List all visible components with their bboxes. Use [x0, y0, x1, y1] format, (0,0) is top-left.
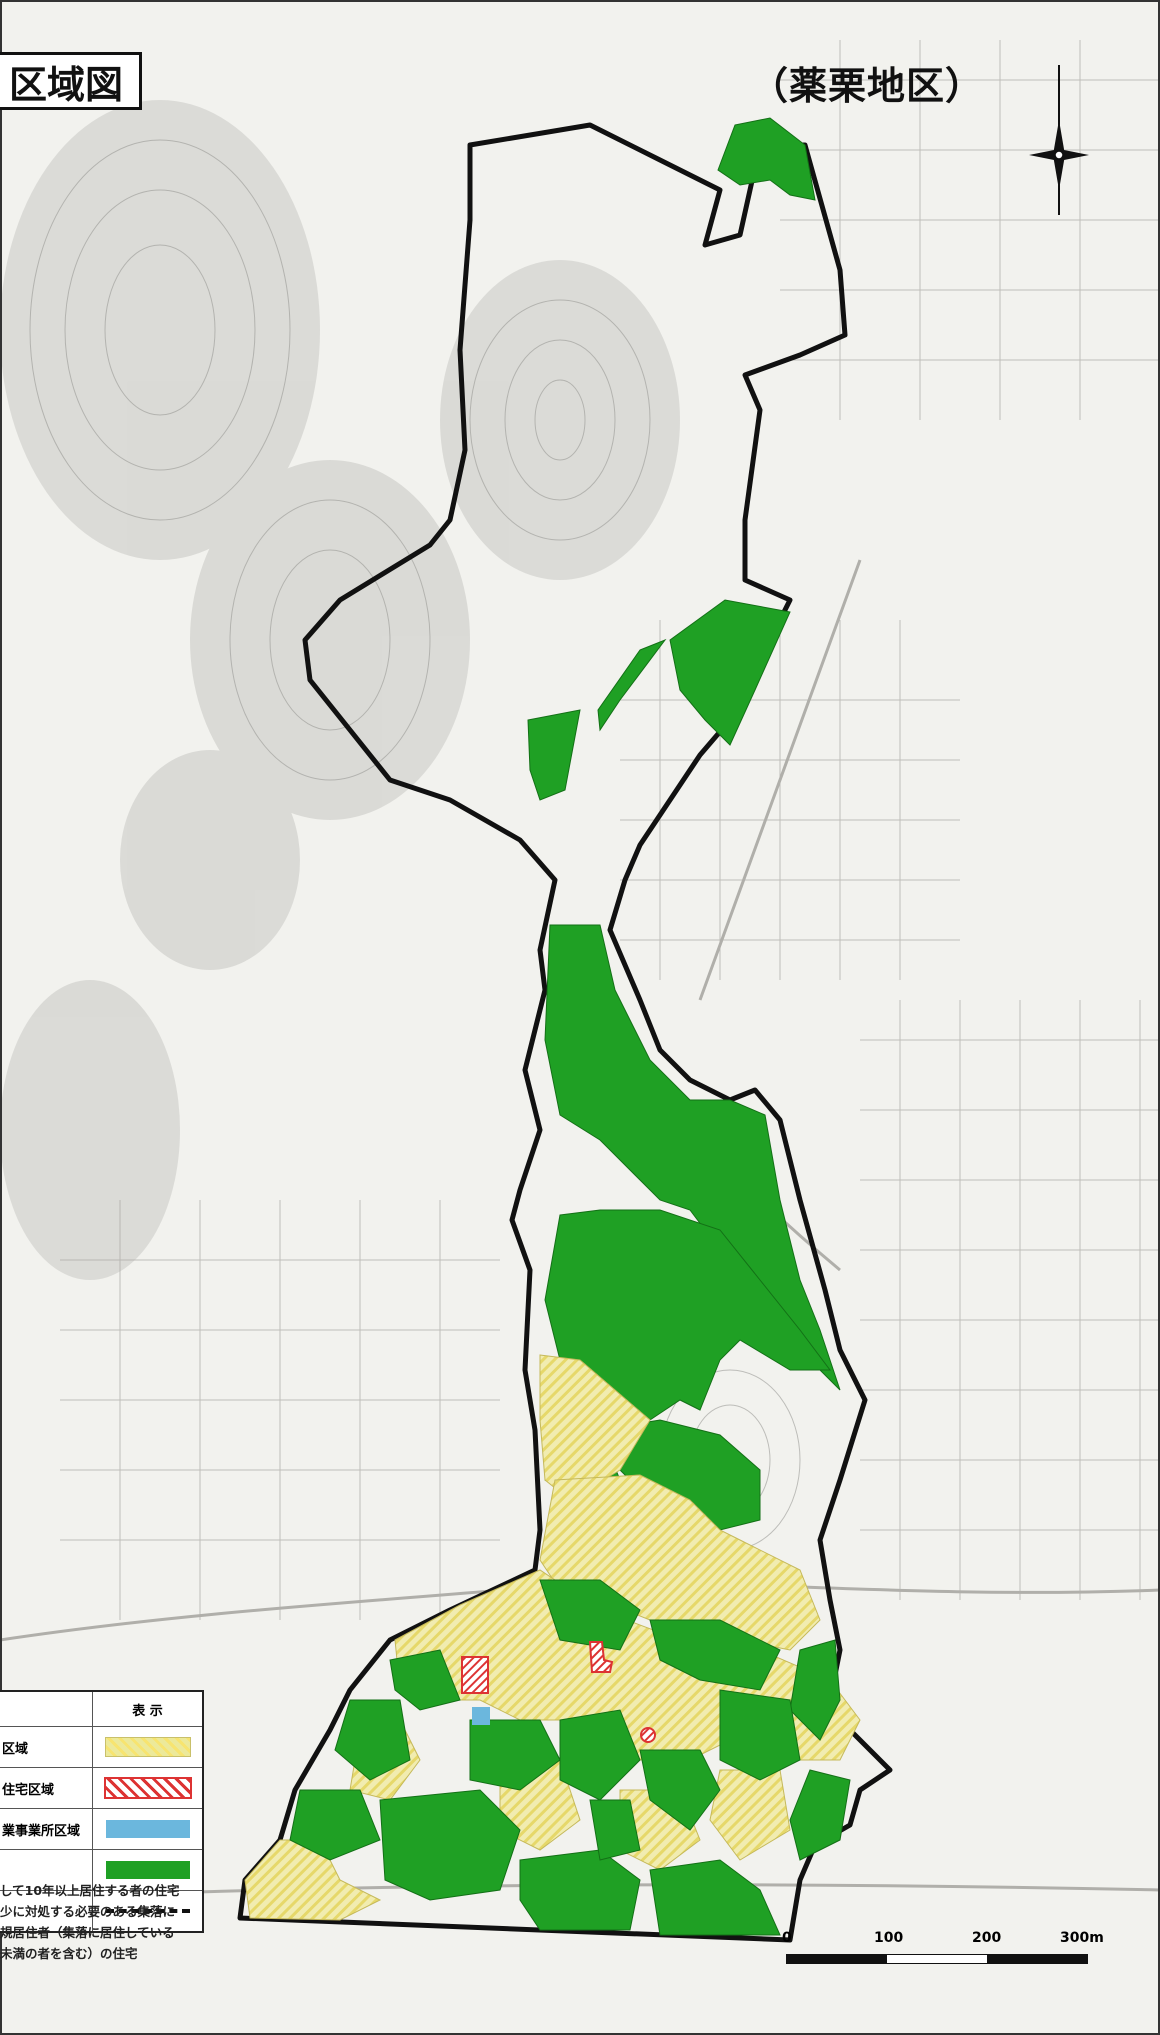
red-hatched-zone[interactable] — [461, 1641, 656, 1743]
note-line: 規居住者（集落に居住している — [0, 1925, 175, 1940]
green-zone-south[interactable] — [289, 1579, 851, 1936]
terrain-shading — [0, 100, 680, 1280]
legend-header: 表 示 — [132, 1703, 163, 1719]
blue-fill-swatch — [105, 1820, 190, 1838]
scale-label: 300m — [1060, 1930, 1104, 1946]
legend: 表 示 区域 住宅区域 業事業所区域 — [0, 1690, 204, 1933]
note-line: 未満の者を含む）の住宅 — [0, 1946, 138, 1961]
map-title-text: 区域図 — [9, 62, 124, 107]
legend-header-row: 表 示 — [0, 1692, 202, 1726]
legend-note: して10年以上居住する者の住宅 少に対処する必要のある集落に 規居住者（集落に居… — [0, 1880, 215, 1964]
legend-label — [0, 1850, 93, 1890]
scale-bar: 0 100 200 300m — [782, 1930, 1104, 1990]
legend-label — [0, 1891, 93, 1931]
note-line: して10年以上居住する者の住宅 — [0, 1883, 180, 1898]
legend-item: 住宅区域 — [0, 1767, 202, 1808]
north-arrow-icon — [1029, 65, 1089, 215]
field-grid — [60, 40, 1160, 1620]
green-fill-swatch — [105, 1861, 190, 1879]
legend-item — [0, 1849, 202, 1890]
legend-item: 業事業所区域 — [0, 1808, 202, 1849]
legend-item: 区域 — [0, 1726, 202, 1767]
blue-facility-zone[interactable] — [472, 1707, 490, 1725]
district-name: （薬栗地区） — [750, 64, 985, 108]
scale-label: 0 — [782, 1930, 792, 1946]
map-title: 区域図 — [0, 52, 143, 110]
scale-label: 200 — [972, 1930, 1002, 1946]
green-zone-north[interactable] — [527, 117, 816, 801]
legend-label: 業事業所区域 — [0, 1809, 93, 1849]
red-hatch-swatch — [103, 1777, 192, 1799]
legend-item — [0, 1890, 202, 1931]
dash-dot-line-swatch — [105, 1909, 190, 1913]
yellow-hatch-swatch — [104, 1737, 191, 1757]
note-line: 少に対処する必要のある集落に — [0, 1904, 176, 1919]
legend-label: 住宅区域 — [0, 1768, 93, 1808]
scale-bar-graphic — [786, 1954, 1088, 1964]
legend-label: 区域 — [0, 1727, 93, 1767]
scale-label: 100 — [874, 1930, 904, 1946]
district-boundary[interactable] — [237, 122, 893, 1943]
